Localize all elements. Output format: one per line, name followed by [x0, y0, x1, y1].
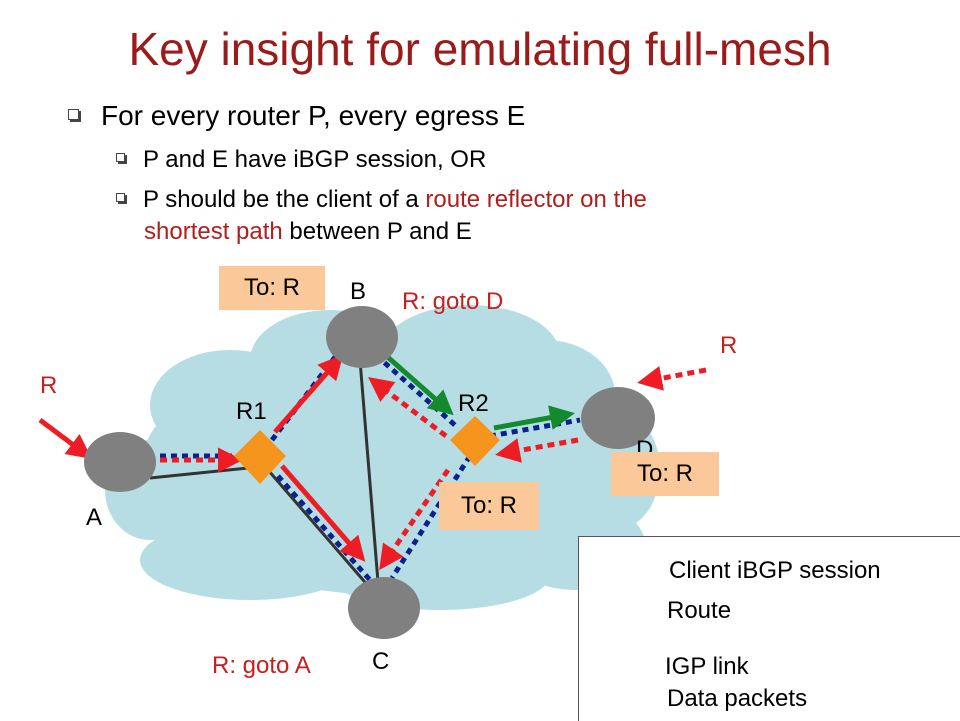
bullet-main: For every router P, every egress E [68, 100, 525, 132]
bullet-sub-2-line-2: shortest path between P and E [116, 216, 836, 248]
route-arrow-r1-b [273, 354, 344, 434]
route-label-goto-a: R: goto A [212, 652, 311, 679]
bullet-sub-2-red-1: route reflector on the [425, 186, 647, 213]
session-b-r2 [366, 346, 458, 428]
reflector-r2 [450, 416, 500, 466]
route-dotted-r2-b [368, 376, 448, 438]
bullet-sub-2-red-2: shortest path [144, 218, 283, 245]
page-title: Key insight for emulating full-mesh [128, 23, 832, 75]
route-dotted-r2-c [379, 468, 451, 571]
bullet-sub-2-line-1: P should be the client of a route reflec… [116, 184, 836, 216]
router-b [326, 306, 398, 368]
route-label-goto-d: R: goto D [402, 288, 504, 315]
node-label-b: B [350, 278, 367, 305]
route-dotted-d-r2 [495, 437, 579, 463]
node-label-r2: R2 [458, 390, 489, 417]
session-r2-c [389, 454, 473, 580]
session-r2-d [489, 417, 581, 439]
bullet-sub-2: P should be the client of a route reflec… [116, 184, 836, 248]
legend-igp-label: IGP link [665, 653, 749, 680]
legend-data-label: Data packets [667, 685, 808, 712]
bullet-sub-1-text: P and E have iBGP session, OR [143, 146, 487, 173]
bullet-square-icon [116, 153, 125, 163]
bullet-square-icon [68, 109, 79, 121]
route-arrows [38, 354, 366, 562]
node-label-a: A [86, 504, 103, 531]
data-arrow-r2-d [493, 405, 575, 431]
igp-link-r1-c [266, 469, 372, 589]
router-nodes [84, 306, 655, 639]
reflector-r1 [234, 430, 286, 484]
data-arrow-b-r2 [380, 350, 454, 416]
route-label-right: R [720, 332, 738, 359]
destination-tag-c: To: R [439, 482, 539, 530]
data-packet-arrows [380, 350, 575, 431]
route-dotted-into-d [637, 366, 707, 391]
route-reflectors [234, 416, 500, 484]
bullet-sub-2-text-a: P should be the client of a [143, 186, 426, 213]
node-label-r1: R1 [236, 398, 267, 425]
router-c [348, 577, 420, 639]
legend-client-label: Client iBGP session [669, 557, 881, 584]
bullet-square-icon [116, 193, 125, 203]
router-d [581, 387, 655, 449]
bullet-sub-1: P and E have iBGP session, OR [116, 146, 486, 174]
destination-tag-d: To: R [611, 452, 719, 496]
route-arrow-into-a [38, 418, 92, 459]
router-a [84, 432, 156, 492]
legend-route-label: Route [667, 597, 732, 624]
destination-tag-b: To: R [219, 266, 325, 310]
bullet-sub-2-text-b: between P and E [282, 218, 472, 245]
legend-box: Client iBGP session Route IGP link Data … [578, 536, 960, 721]
route-dotted-arrows [160, 366, 707, 571]
route-label-left: R [40, 372, 58, 399]
bullet-main-text: For every router P, every egress E [101, 100, 526, 131]
igp-link-b-c [358, 359, 380, 583]
session-r1-c [276, 474, 372, 582]
node-label-c: C [372, 648, 390, 675]
route-arrow-r1-c [280, 464, 366, 562]
